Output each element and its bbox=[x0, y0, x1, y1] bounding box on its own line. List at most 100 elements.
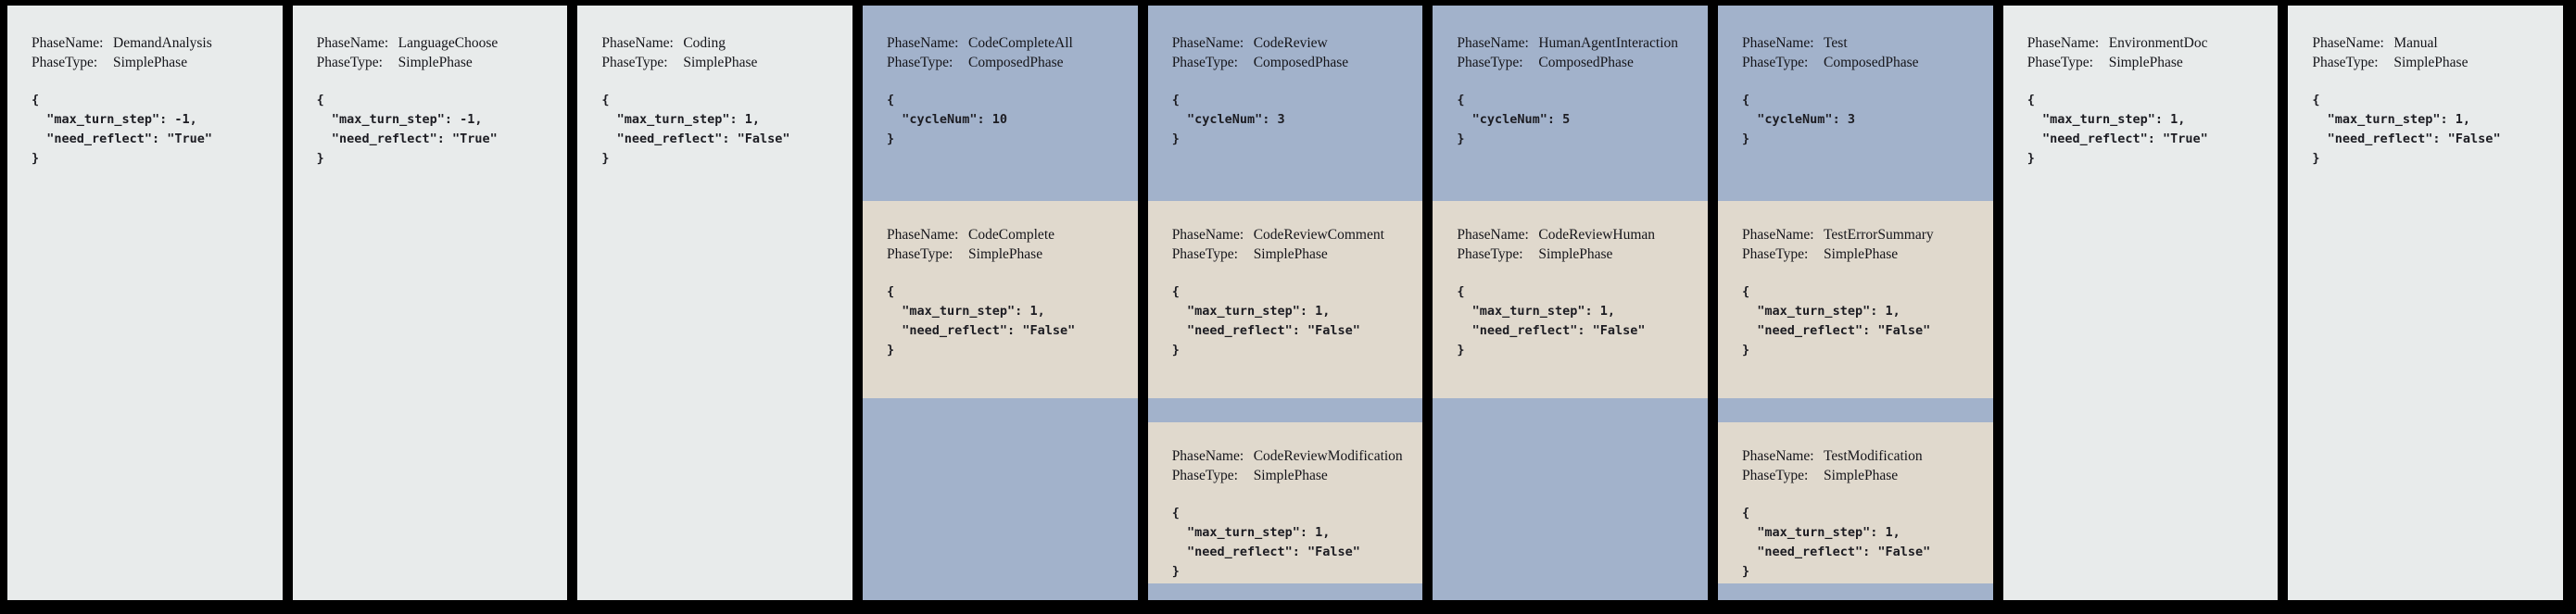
phase-column-environmentdoc: PhaseName:EnvironmentDoc PhaseType: Simpl… bbox=[2002, 6, 2279, 600]
phase-name-label: PhaseName: bbox=[887, 35, 959, 51]
phase-type-row: PhaseType: SimplePhase bbox=[32, 53, 268, 72]
phase-card-coding: PhaseName:Coding PhaseType: SimplePhase {… bbox=[577, 6, 852, 600]
phase-type-value: SimplePhase bbox=[113, 55, 188, 70]
phase-type-row: PhaseType:SimplePhase bbox=[1172, 244, 1408, 264]
phase-name-value: TestModification bbox=[1824, 448, 1923, 464]
phase-type-label: PhaseType: bbox=[1457, 55, 1523, 70]
composed-phase-filler bbox=[1433, 398, 1708, 600]
phase-type-label: PhaseType: bbox=[2312, 55, 2379, 70]
phase-type-row: PhaseType: SimplePhase bbox=[2027, 53, 2264, 72]
phase-type-label: PhaseType: bbox=[316, 55, 383, 70]
phase-name-row: PhaseName:Manual bbox=[2312, 33, 2548, 53]
phase-config-json: { "max_turn_step": 1, "need_reflect": "F… bbox=[887, 284, 1076, 357]
phase-card-testerrorsummary: PhaseName: TestErrorSummary PhaseType:Sim… bbox=[1718, 201, 1993, 398]
composed-phase-gap bbox=[1148, 398, 1423, 422]
phase-type-row: PhaseType: SimplePhase bbox=[601, 53, 838, 72]
phase-type-label: PhaseType: bbox=[887, 55, 953, 70]
phase-type-label: PhaseType: bbox=[887, 246, 953, 262]
composed-phase-bottom-strip bbox=[1148, 583, 1423, 600]
phase-config-json: { "max_turn_step": 1, "need_reflect": "F… bbox=[1742, 284, 1931, 357]
phase-type-label: PhaseType: bbox=[1457, 246, 1523, 262]
phase-type-label: PhaseType: bbox=[1171, 55, 1238, 70]
phase-type-label: PhaseType: bbox=[1742, 55, 1809, 70]
phase-config-json: { "max_turn_step": 1, "need_reflect": "F… bbox=[601, 93, 790, 166]
phase-name-row: PhaseName:CodeReviewModification bbox=[1172, 446, 1408, 466]
phase-column-coding: PhaseName:Coding PhaseType: SimplePhase {… bbox=[577, 6, 853, 600]
phase-name-row: PhaseName:Coding bbox=[601, 33, 838, 53]
phase-type-value: SimplePhase bbox=[1824, 468, 1899, 483]
phase-card-codecomplete: PhaseName: CodeComplete PhaseType:SimpleP… bbox=[863, 201, 1138, 398]
phase-card-demandanalysis: PhaseName:DemandAnalysis PhaseType: Simpl… bbox=[7, 6, 283, 600]
phase-name-value: DemandAnalysis bbox=[113, 35, 212, 51]
phase-type-value: SimplePhase bbox=[683, 55, 758, 70]
phase-column-humanagentinteraction: PhaseName: HumanAgentInteraction PhaseTyp… bbox=[1433, 6, 1709, 600]
phase-name-value: LanguageChoose bbox=[398, 35, 499, 51]
phase-name-label: PhaseName: bbox=[887, 227, 959, 243]
phase-config-json: { "max_turn_step": -1, "need_reflect": "… bbox=[316, 93, 498, 166]
phase-name-value: TestErrorSummary bbox=[1824, 227, 1934, 243]
phase-name-label: PhaseName: bbox=[1742, 227, 1814, 243]
phase-card-languagechoose: PhaseName: LanguageChoose PhaseType: Simpl… bbox=[293, 6, 568, 600]
phase-type-row: PhaseType:SimplePhase bbox=[1172, 466, 1408, 485]
phase-type-value: SimplePhase bbox=[2393, 55, 2469, 70]
phase-name-row: PhaseName: CodeReview bbox=[1172, 33, 1408, 53]
phase-name-value: CodeReviewComment bbox=[1253, 227, 1384, 243]
phase-type-value: ComposedPhase bbox=[1824, 55, 1919, 70]
phase-type-label: PhaseType: bbox=[32, 55, 98, 70]
phase-config-json: { "cycleNum": 3 } bbox=[1171, 93, 1285, 146]
phase-name-label: PhaseName: bbox=[1457, 35, 1529, 51]
phase-config-json: { "cycleNum": 3 } bbox=[1742, 93, 1855, 146]
phase-name-label: PhaseName: bbox=[1171, 35, 1244, 51]
phase-name-label: PhaseName: bbox=[1171, 227, 1244, 243]
phase-name-value: CodeReview bbox=[1253, 35, 1328, 51]
phase-column-manual: PhaseName:Manual PhaseType: SimplePhase {… bbox=[2288, 6, 2564, 600]
phase-type-label: PhaseType: bbox=[2027, 55, 2093, 70]
phase-column-test: PhaseName:Test PhaseType: ComposedPhase {… bbox=[1718, 6, 1993, 600]
phase-type-value: SimplePhase bbox=[1253, 468, 1328, 483]
phase-name-row: PhaseName:Test bbox=[1742, 33, 1978, 53]
phase-column-demandanalysis: PhaseName:DemandAnalysis PhaseType: Simpl… bbox=[7, 6, 283, 600]
phase-card-codereviewcomment: PhaseName: CodeReviewComment PhaseType:Si… bbox=[1147, 201, 1423, 398]
phase-name-row: PhaseName: HumanAgentInteraction bbox=[1457, 33, 1693, 53]
phase-type-row: PhaseType: SimplePhase bbox=[317, 53, 553, 72]
phase-type-row: PhaseType:SimplePhase bbox=[887, 244, 1123, 264]
phase-name-value: CodeComplete bbox=[968, 227, 1055, 243]
phase-config-json: { "max_turn_step": 1, "need_reflect": "F… bbox=[2312, 93, 2501, 166]
phase-card-codereviewhuman: PhaseName:CodeReviewHuman PhaseType:Simp… bbox=[1433, 201, 1709, 398]
phase-name-row: PhaseName:DemandAnalysis bbox=[32, 33, 268, 53]
phase-name-label: PhaseName: bbox=[601, 35, 674, 51]
phase-name-row: PhaseName: LanguageChoose bbox=[317, 33, 553, 53]
phase-config-json: { "max_turn_step": 1, "need_reflect": "F… bbox=[1742, 506, 1931, 579]
phase-card-manual: PhaseName:Manual PhaseType: SimplePhase {… bbox=[2288, 6, 2563, 600]
phase-column-languagechoose: PhaseName: LanguageChoose PhaseType: Simpl… bbox=[292, 6, 568, 600]
phase-type-value: SimplePhase bbox=[2108, 55, 2183, 70]
phase-type-value: SimplePhase bbox=[1824, 246, 1899, 262]
phase-name-row: PhaseName:EnvironmentDoc bbox=[2027, 33, 2264, 53]
phase-type-row: PhaseType:SimplePhase bbox=[1742, 244, 1978, 264]
phase-name-label: PhaseName: bbox=[316, 35, 389, 51]
phase-type-value: SimplePhase bbox=[1538, 246, 1613, 262]
phase-name-value: EnvironmentDoc bbox=[2108, 35, 2208, 51]
phase-config-json: { "max_turn_step": 1, "need_reflect": "F… bbox=[1171, 284, 1360, 357]
phase-name-value: HumanAgentInteraction bbox=[1538, 35, 1678, 51]
phase-name-row: PhaseName: TestErrorSummary bbox=[1742, 225, 1978, 244]
phase-name-row: PhaseName: CodeCompleteAll bbox=[887, 33, 1123, 53]
phase-type-value: SimplePhase bbox=[398, 55, 473, 70]
phase-type-value: SimplePhase bbox=[1253, 246, 1328, 262]
phase-name-value: Manual bbox=[2393, 35, 2438, 51]
phase-card-codereview: PhaseName: CodeReview PhaseType: ComposedP… bbox=[1148, 6, 1423, 201]
phase-config-json: { "max_turn_step": 1, "need_reflect": "F… bbox=[1171, 506, 1360, 579]
phase-name-value: CodeReviewHuman bbox=[1538, 227, 1656, 243]
phase-type-value: ComposedPhase bbox=[1253, 55, 1349, 70]
phase-name-label: PhaseName: bbox=[1742, 35, 1814, 51]
composed-phase-filler bbox=[863, 398, 1138, 600]
phase-type-label: PhaseType: bbox=[601, 55, 668, 70]
phase-type-row: PhaseType: ComposedPhase bbox=[1742, 53, 1978, 72]
phase-type-value: ComposedPhase bbox=[1538, 55, 1634, 70]
phase-column-codecompleteall: PhaseName: CodeCompleteAll PhaseType:Comp… bbox=[863, 6, 1138, 600]
phase-name-value: CodeCompleteAll bbox=[968, 35, 1073, 51]
phase-name-value: CodeReviewModification bbox=[1253, 448, 1403, 464]
phase-type-row: PhaseType:ComposedPhase bbox=[887, 53, 1123, 72]
phase-type-label: PhaseType: bbox=[1742, 468, 1809, 483]
